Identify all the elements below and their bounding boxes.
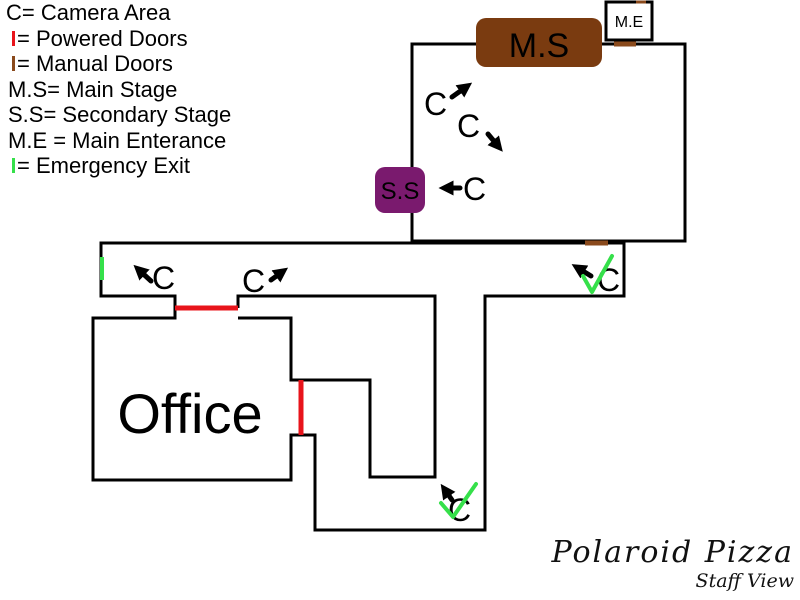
legend-item-powered-doors: = Powered Doors: [6, 26, 231, 52]
camera-arrow-hall-bottom: [440, 483, 456, 503]
legend-text: = Powered Doors: [17, 25, 188, 51]
camera-arrow-corridor-left: [133, 264, 154, 284]
camera-arrow-corridor-right: [571, 264, 594, 279]
powered-door-marker-icon: [12, 30, 15, 46]
brand-title: Polaroid Pizza: [551, 535, 794, 570]
secondary-stage-label: S.S: [381, 178, 420, 205]
check-mark-icon: [581, 254, 614, 294]
legend-item-main-entrance: M.E = Main Enterance: [6, 128, 231, 154]
brand-block: Polaroid Pizza Staff View: [551, 535, 794, 593]
main-entrance-label: M.E: [615, 14, 643, 31]
corridor-wall-c: [300, 241, 626, 532]
legend-text: C= Camera Area: [6, 0, 171, 25]
camera-arrow-center: [485, 131, 503, 152]
office-wall-a: [91, 308, 300, 482]
legend-item-manual-doors: = Manual Doors: [6, 51, 231, 77]
legend-text: M.S= Main Stage: [8, 76, 178, 102]
corridor-wall-a: [99, 241, 412, 308]
manual-door-marker-icon: [12, 56, 15, 72]
legend-item-camera: C= Camera Area: [6, 0, 231, 26]
legend-text: = Emergency Exit: [17, 153, 191, 178]
office-label: Office: [117, 382, 262, 445]
camera-arrow-corridor-mid: [268, 267, 289, 283]
show-room-wall: [410, 42, 687, 243]
emergency-exit-marker-icon: [12, 158, 15, 174]
legend-text: S.S= Secondary Stage: [8, 102, 232, 127]
camera-label-ms: C: [424, 86, 447, 122]
map-legend: C= Camera Area = Powered Doors = Manual …: [6, 0, 231, 179]
camera-label-corridor-left: C: [152, 260, 175, 296]
camera-label-ss: C: [463, 171, 486, 207]
camera-label-center: C: [457, 108, 480, 144]
main-stage-block: [476, 18, 602, 67]
brand-subtitle: Staff View: [695, 570, 794, 592]
secondary-stage-block: [375, 167, 425, 213]
camera-arrow-ms: [449, 82, 473, 100]
legend-text: = Manual Doors: [17, 51, 173, 76]
legend-item-secondary-stage: S.S= Secondary Stage: [6, 102, 231, 128]
corridor-wall-b: [236, 294, 437, 479]
check-mark-icon: [439, 482, 478, 519]
legend-item-main-stage: M.S= Main Stage: [6, 77, 231, 103]
camera-label-corridor-mid: C: [242, 263, 265, 299]
main-stage-label: M.S: [509, 27, 569, 65]
legend-text: M.E = Main Enterance: [8, 127, 227, 153]
main-entrance-box: [604, 0, 654, 42]
legend-item-emergency-exit: = Emergency Exit: [6, 153, 231, 179]
